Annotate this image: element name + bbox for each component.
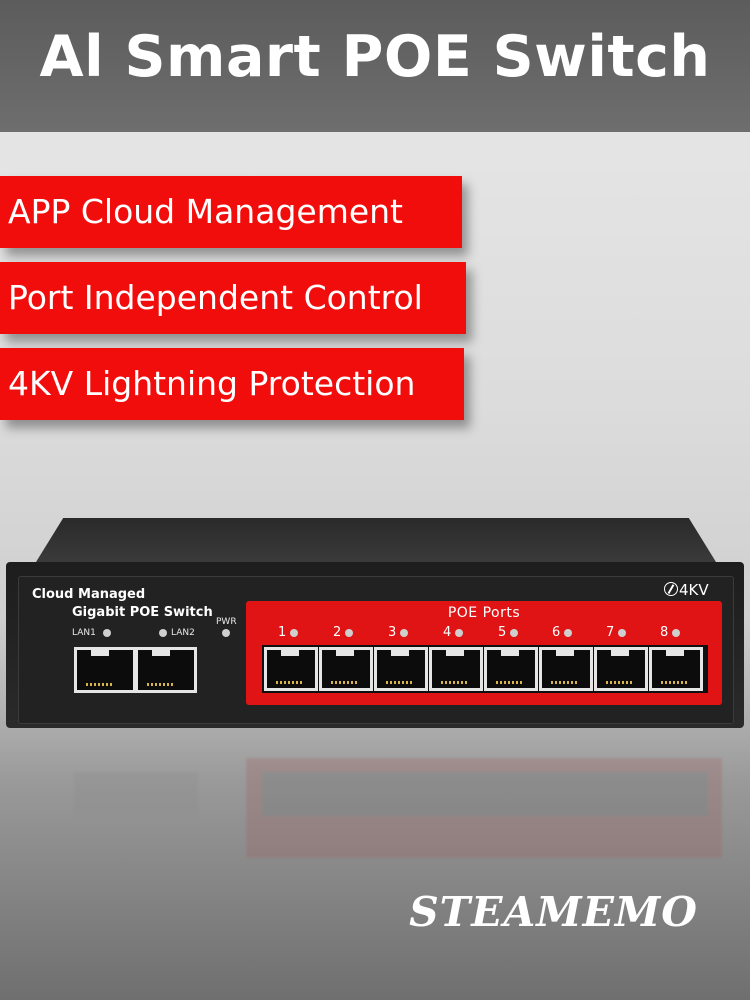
poe-led-icon — [510, 629, 518, 637]
poe-led-icon — [455, 629, 463, 637]
poe-port-number: 7 — [606, 625, 615, 640]
poe-port — [319, 647, 373, 691]
model-name-line1: Cloud Managed — [32, 587, 146, 602]
device-reflection — [0, 730, 750, 890]
poe-port-number: 5 — [498, 625, 507, 640]
poe-port — [484, 647, 538, 691]
poe-led-icon — [672, 629, 680, 637]
poe-port-number: 3 — [388, 625, 397, 640]
poe-ports-title: POE Ports — [447, 605, 521, 621]
poe-port-number: 1 — [278, 625, 287, 640]
model-name-line2: Gigabit POE Switch — [72, 605, 213, 620]
lan2-label: LAN2 — [171, 628, 195, 638]
lightning-icon — [664, 582, 678, 596]
lan1-label: LAN1 — [72, 628, 96, 638]
lan2-port — [135, 647, 197, 693]
pwr-label: PWR — [216, 617, 237, 627]
poe-port — [264, 647, 318, 691]
poe-port-number: 4 — [443, 625, 452, 640]
lan2-led-icon — [159, 629, 167, 637]
poe-port — [594, 647, 648, 691]
brand-logo: STEAMEMO — [409, 888, 698, 936]
poe-port-number: 8 — [660, 625, 669, 640]
feature-banner-lightning: 4KV Lightning Protection — [0, 348, 464, 420]
poe-led-icon — [564, 629, 572, 637]
lan1-led-icon — [103, 629, 111, 637]
kv-badge: 4KV — [664, 581, 709, 599]
poe-port-number: 6 — [552, 625, 561, 640]
poe-port — [429, 647, 483, 691]
page-title: Al Smart POE Switch — [39, 24, 711, 90]
poe-led-icon — [618, 629, 626, 637]
device-top-surface — [36, 518, 716, 562]
poe-led-icon — [345, 629, 353, 637]
lan1-port — [74, 647, 136, 693]
poe-port-number: 2 — [333, 625, 342, 640]
feature-banner-port-control: Port Independent Control — [0, 262, 466, 334]
poe-port — [539, 647, 593, 691]
pwr-led-icon — [222, 629, 230, 637]
kv-badge-label: 4KV — [679, 581, 709, 599]
poe-port — [374, 647, 428, 691]
header-bar: Al Smart POE Switch — [0, 0, 750, 132]
feature-banner-cloud: APP Cloud Management — [0, 176, 462, 248]
poe-led-icon — [400, 629, 408, 637]
poe-led-icon — [290, 629, 298, 637]
poe-port — [649, 647, 703, 691]
